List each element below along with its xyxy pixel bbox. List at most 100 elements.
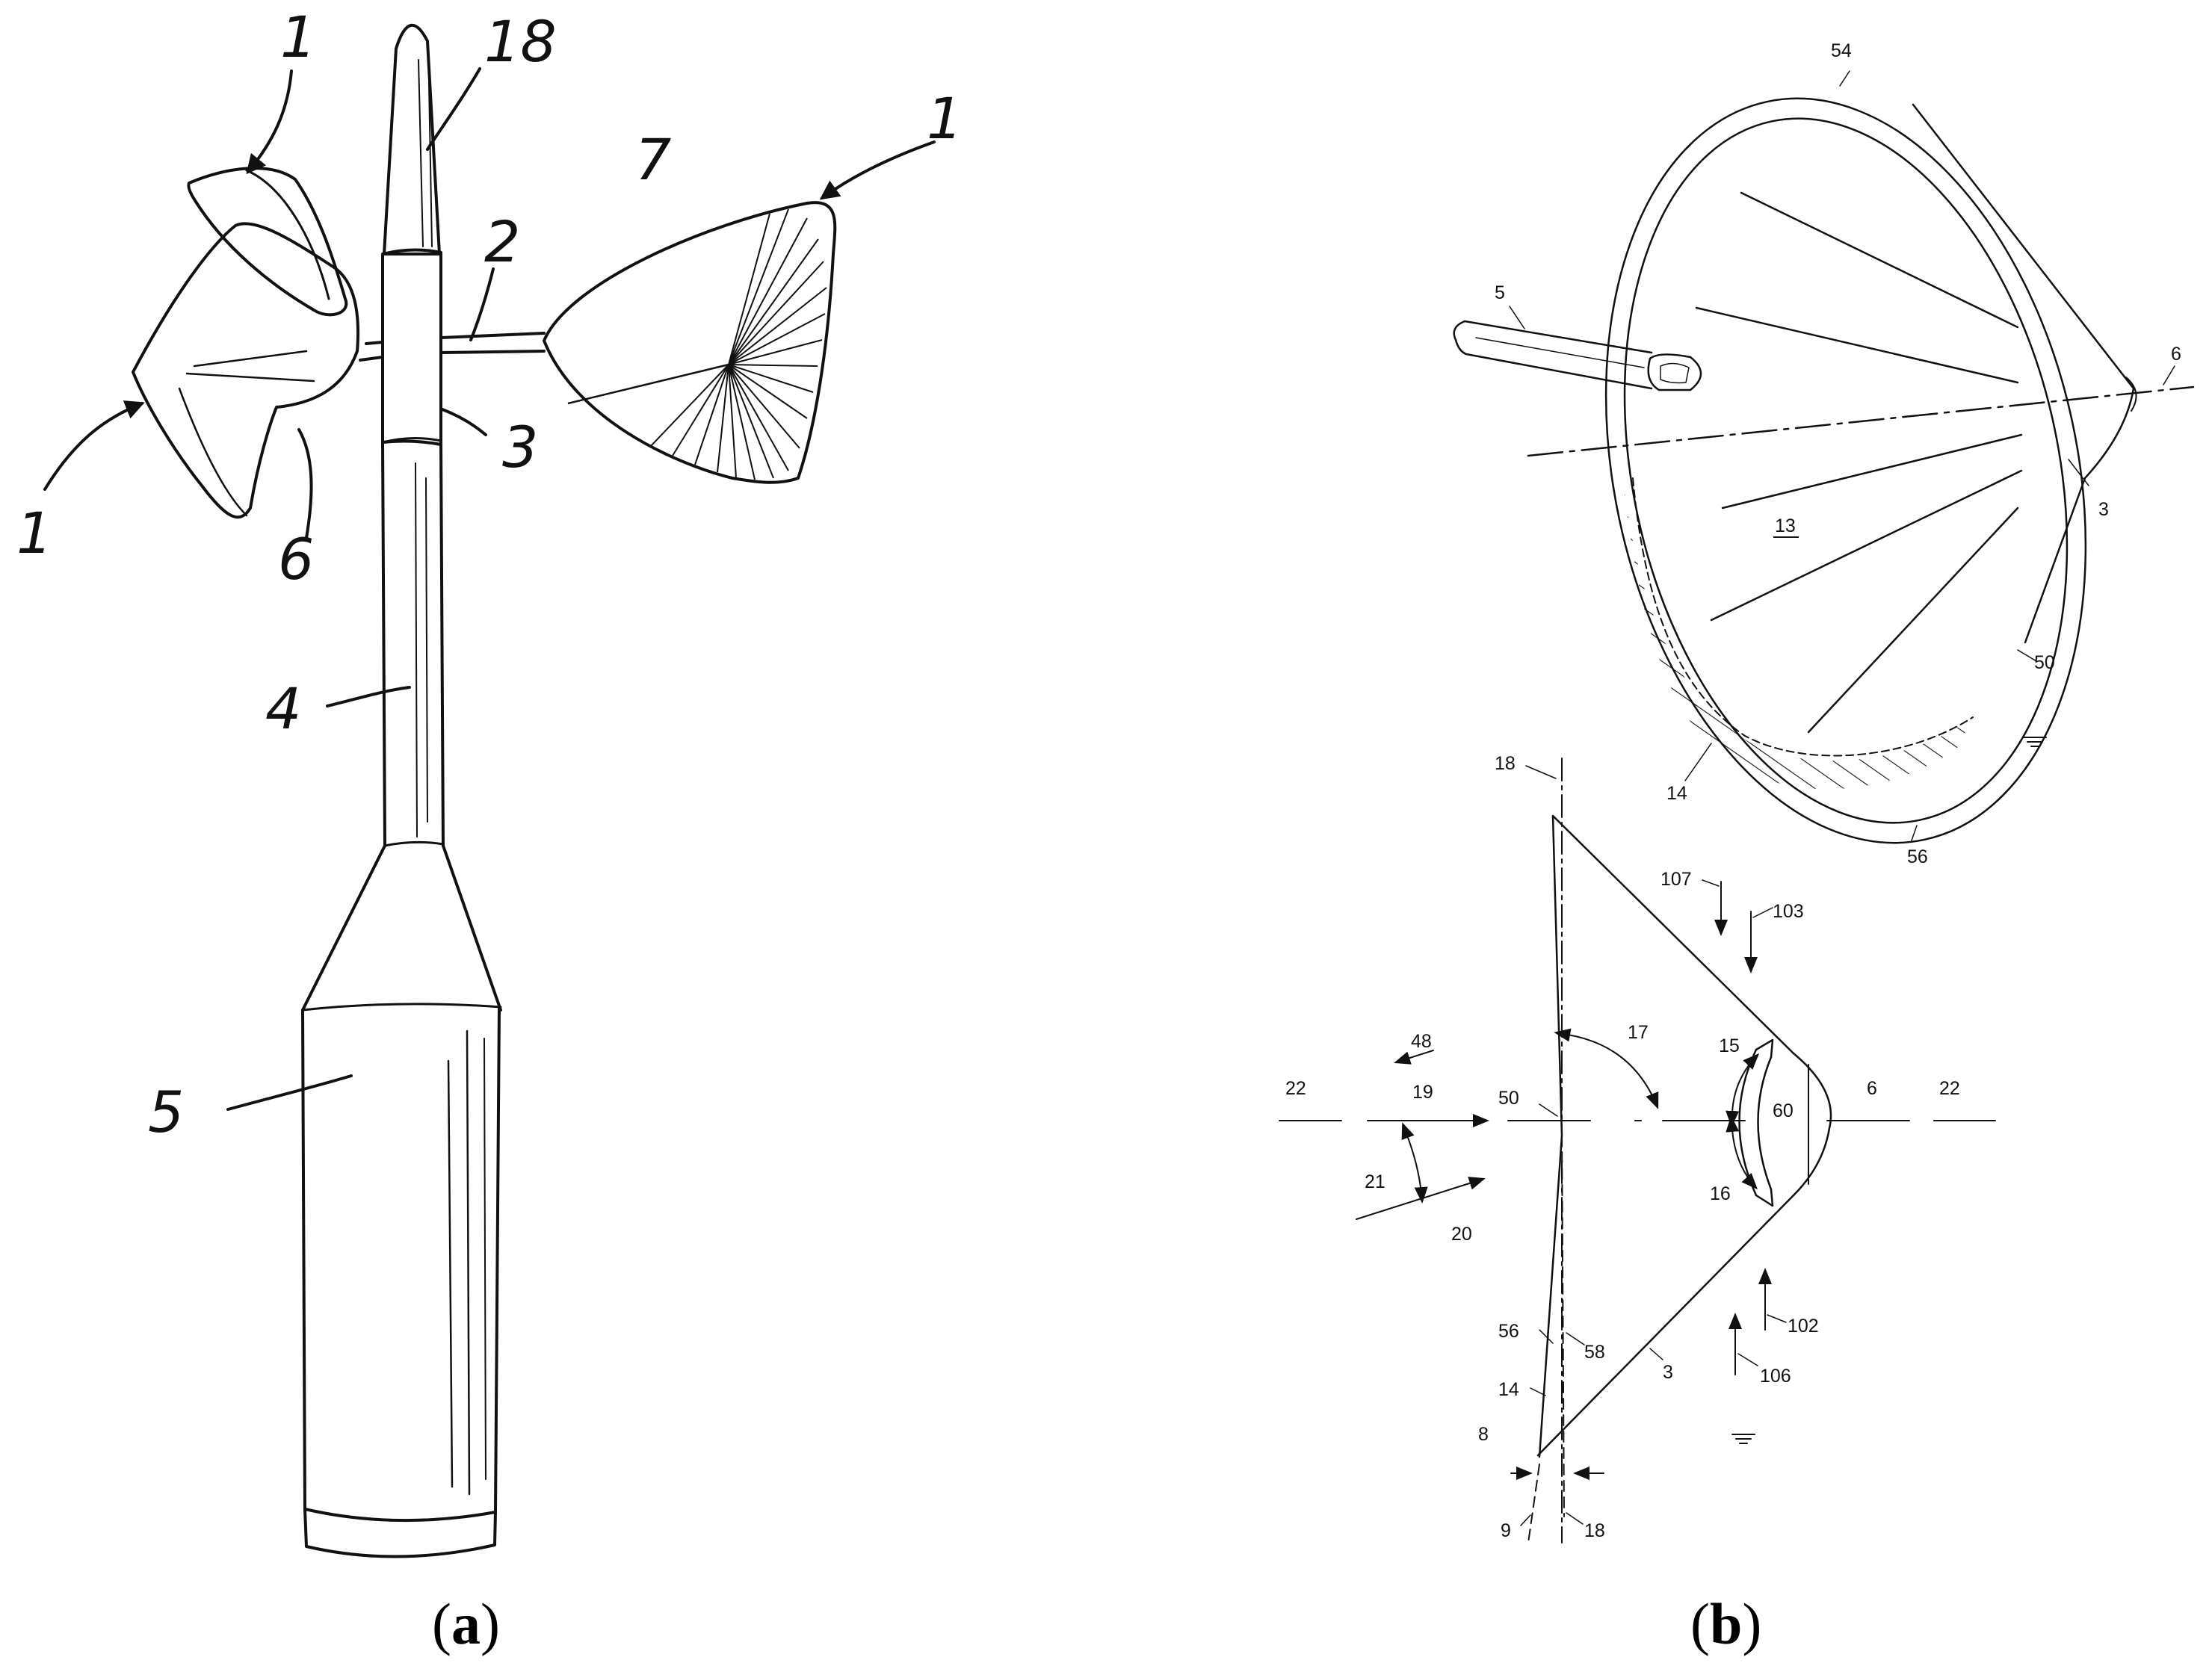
label-cup-right: 1 [927, 85, 963, 152]
leader-cup-right [819, 140, 936, 200]
lower-cup-inner [178, 350, 315, 517]
leader-body [226, 1074, 353, 1111]
cup-ray-8 [728, 364, 814, 393]
label-ref-9: 9 [1501, 1520, 1511, 1541]
figure-a: 1 1 1 18 2 3 4 5 6 7 (a) [16, 4, 963, 1656]
upper-cup [187, 167, 348, 317]
body-hatch-3 [484, 1038, 486, 1480]
angle-60-tip-top [1755, 1038, 1774, 1059]
leader-ref-top [1525, 765, 1557, 779]
hub-body [381, 248, 442, 446]
label-arm: 2 [484, 208, 520, 275]
cup-baseline [567, 363, 729, 405]
cup-ray-16 [694, 364, 729, 465]
right-arm [439, 332, 546, 354]
labels-a: 1 1 1 18 2 3 4 5 6 7 [16, 4, 963, 1145]
label-shaft: 4 [265, 675, 301, 742]
ground-symbol-top [2023, 737, 2047, 747]
cup-ray-18 [649, 364, 729, 448]
leader-102 [1767, 1314, 1787, 1323]
upper-cup-inner [245, 169, 330, 300]
left-arm [359, 341, 384, 362]
cone-perspective [1453, 70, 2195, 844]
label-rim-edge: 50 [2034, 652, 2055, 673]
cup-ray-17 [672, 364, 729, 456]
leader-103 [1752, 907, 1773, 918]
tip-hatch-2 [428, 81, 433, 247]
body-bottom-band [303, 1508, 497, 1558]
rim-inner [1623, 117, 2069, 824]
leader-lines-a [43, 67, 936, 1111]
label-flow-106: 106 [1760, 1366, 1791, 1387]
label-flow-20: 20 [1451, 1224, 1472, 1245]
leader-107 [1702, 879, 1720, 887]
rod-socket [1647, 353, 1702, 391]
cup-ray-9 [728, 364, 808, 419]
cone-base [301, 1003, 502, 1012]
angle-60-tip-bottom [1755, 1188, 1774, 1207]
leader-rod [1509, 306, 1525, 329]
body-cylinder [301, 1007, 501, 1523]
ray-5 [1807, 507, 2019, 734]
label-cup-left: 1 [16, 500, 52, 566]
cup-ray-5 [728, 313, 826, 365]
angle-60-inner [1757, 1056, 1773, 1191]
figure-b: 54 5 6 3 13 50 14 56 [1279, 40, 2195, 1656]
label-hatch: 14 [1666, 783, 1687, 804]
hub-ring [381, 436, 442, 444]
caption-a: (a) [432, 1591, 500, 1656]
rod [1453, 320, 1653, 390]
angle-21-arc [1401, 1122, 1428, 1204]
cup-ray-6 [728, 339, 823, 365]
label-edge-56: 56 [1498, 1321, 1519, 1342]
label-dir-48: 48 [1411, 1031, 1432, 1052]
leader-arm [469, 267, 495, 341]
cup-ray-3 [728, 261, 824, 365]
label-ref-top: 18 [1495, 753, 1516, 774]
axis-line [1527, 385, 2195, 457]
label-flow-103: 103 [1773, 901, 1804, 922]
right-cup-rays [567, 208, 827, 480]
cone-side-bottom [2024, 387, 2135, 644]
leader-18b [1566, 1512, 1584, 1525]
ray-1 [1740, 191, 2019, 329]
label-cone: 3 [2098, 499, 2109, 520]
cup-ray-12 [728, 364, 774, 479]
angle-16-arc [1726, 1115, 1758, 1190]
shaft-hatch [415, 462, 418, 837]
leader-58 [1566, 1332, 1585, 1345]
cup-ray-14 [728, 364, 737, 479]
leader-rim-bottom [1911, 825, 1918, 841]
leader-shaft [326, 686, 411, 707]
leader-50 [1539, 1103, 1558, 1117]
leader-hatch [1684, 743, 1712, 781]
dir-48-arrow [1394, 1050, 1434, 1065]
cup-ray-1 [728, 217, 808, 365]
cup-ray-2 [728, 238, 819, 365]
labels-b-bottom: 18 107 103 48 17 15 22 19 50 60 6 22 21 … [1285, 753, 1960, 1541]
leader-3 [1649, 1348, 1663, 1360]
caption-b: (b) [1690, 1591, 1761, 1656]
cone-transition [301, 844, 502, 1012]
label-rim-top: 54 [1831, 40, 1852, 61]
cup-ray-10 [728, 364, 800, 449]
leader-axis-end [2163, 365, 2175, 385]
cup-ray-13 [728, 364, 756, 480]
shaft-hatch-2 [425, 477, 428, 823]
cone-lower-side [1536, 1194, 1795, 1457]
shaft [381, 441, 445, 847]
cone-side-top [1912, 103, 2135, 390]
label-axis-6: 6 [1867, 1078, 1877, 1099]
label-gap-8: 8 [1478, 1424, 1489, 1445]
leader-tip [426, 67, 481, 151]
label-angle-16: 16 [1710, 1183, 1731, 1204]
labels-b-top: 54 5 6 3 13 50 14 56 [1495, 40, 2181, 867]
leader-cup-inner [297, 428, 313, 539]
leader-cup-left [43, 400, 145, 491]
right-cup [543, 201, 837, 484]
anemometer-drawing [132, 24, 837, 1558]
leader-rim-top [1839, 70, 1850, 87]
label-axis-right: 22 [1939, 1078, 1960, 1099]
front-plate [1538, 814, 1563, 1458]
